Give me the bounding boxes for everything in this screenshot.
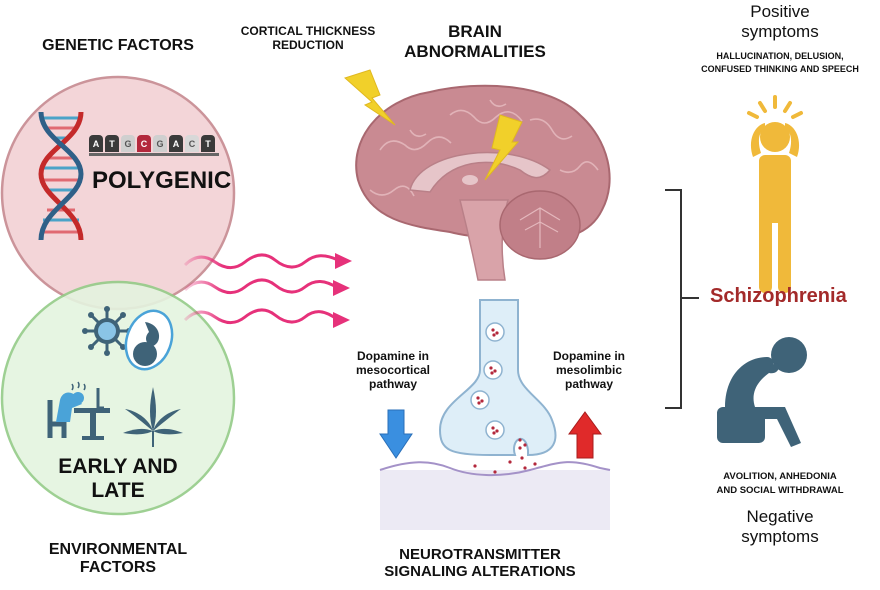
negative-desc-line1: AVOLITION, ANHEDONIA bbox=[723, 471, 837, 482]
mesolimbic-line1: Dopamine in bbox=[552, 349, 625, 363]
negative-symptoms-title: Negative symptoms bbox=[700, 507, 860, 548]
wavy-arrows bbox=[183, 253, 352, 328]
wavy-arrow-1 bbox=[183, 253, 339, 270]
cortical-thickness-annotation: CORTICAL THICKNESS REDUCTION bbox=[238, 24, 378, 53]
nucleotide-tile: A bbox=[89, 135, 103, 152]
positive-title-line2: symptoms bbox=[741, 22, 819, 42]
lightning-bolt-icon-1 bbox=[344, 69, 396, 126]
negative-title-line1: Negative bbox=[746, 507, 814, 526]
negative-title-line2: symptoms bbox=[741, 527, 819, 547]
negative-symptoms-desc: AVOLITION, ANHEDONIA AND SOCIAL WITHDRAW… bbox=[680, 470, 880, 499]
negative-desc-line2: AND SOCIAL WITHDRAWAL bbox=[716, 485, 844, 497]
positive-title-line1: Positive bbox=[750, 2, 810, 21]
environmental-heading-line1: ENVIRONMENTAL bbox=[48, 541, 188, 558]
dna-helix-icon bbox=[38, 111, 84, 241]
wavy-arrow-2 bbox=[183, 278, 339, 295]
cortical-line2: REDUCTION bbox=[272, 37, 344, 52]
fetus-icon bbox=[124, 309, 174, 371]
mesolimbic-line3: pathway bbox=[564, 376, 613, 391]
nucleotide-tile: C bbox=[137, 135, 151, 152]
wavy-arrow-3 bbox=[183, 308, 339, 325]
mesolimbic-line2: mesolimbic bbox=[555, 362, 623, 377]
environmental-factors-heading: ENVIRONMENTAL FACTORS bbox=[18, 541, 218, 578]
positive-desc-line2: CONFUSED THINKING AND SPEECH bbox=[701, 64, 859, 75]
negative-symptoms-figure-icon bbox=[717, 337, 807, 447]
polygenic-label: POLYGENIC bbox=[92, 167, 232, 194]
neurotransmitter-line1: NEUROTRANSMITTER bbox=[399, 546, 561, 563]
dopamine-down-arrow-icon bbox=[379, 409, 413, 459]
nucleotide-tile: T bbox=[201, 135, 215, 152]
lightning-bolt-icon-2 bbox=[484, 114, 523, 181]
schizophrenia-label: Schizophrenia bbox=[710, 285, 847, 307]
stressed-worker-icon bbox=[47, 381, 110, 440]
early-and-late-label: EARLY AND LATE bbox=[20, 455, 216, 503]
schizophrenia-bracket bbox=[665, 189, 699, 409]
mesocortical-line3: pathway bbox=[368, 376, 417, 391]
brain-abnormalities-heading: BRAIN ABNORMALITIES bbox=[395, 22, 555, 61]
positive-symptoms-desc: HALLUCINATION, DELUSION, CONFUSED THINKI… bbox=[680, 50, 880, 76]
cortical-line1: CORTICAL THICKNESS bbox=[240, 24, 376, 38]
genetic-factors-heading: GENETIC FACTORS bbox=[42, 37, 194, 54]
positive-symptoms-figure-icon bbox=[747, 95, 803, 293]
early-and-late-line2: LATE bbox=[91, 479, 145, 503]
virus-icon bbox=[82, 306, 132, 356]
nucleotide-tile: G bbox=[121, 135, 135, 152]
mesocortical-label: Dopamine in mesocortical pathway bbox=[343, 349, 443, 391]
early-and-late-line1: EARLY AND bbox=[58, 455, 178, 478]
nucleotide-tile: T bbox=[105, 135, 119, 152]
mesocortical-line1: Dopamine in bbox=[356, 349, 429, 363]
mesolimbic-label: Dopamine in mesolimbic pathway bbox=[539, 349, 639, 391]
brain-heading-line1: BRAIN bbox=[448, 22, 502, 41]
synapse-illustration bbox=[379, 299, 611, 530]
brain-heading-line2: ABNORMALITIES bbox=[404, 41, 546, 61]
mesocortical-line2: mesocortical bbox=[355, 362, 431, 377]
nucleotide-tile: C bbox=[185, 135, 199, 152]
positive-symptoms-title: Positive symptoms bbox=[700, 2, 860, 43]
brain-illustration bbox=[344, 69, 611, 281]
cannabis-leaf-icon bbox=[123, 387, 183, 447]
neurotransmitter-line2: SIGNALING ALTERATIONS bbox=[384, 563, 576, 581]
positive-desc-line1: HALLUCINATION, DELUSION, bbox=[716, 51, 844, 61]
neurotransmitter-heading: NEUROTRANSMITTER SIGNALING ALTERATIONS bbox=[360, 546, 600, 581]
nucleotide-tile: G bbox=[153, 135, 167, 152]
nucleotide-tile: A bbox=[169, 135, 183, 152]
dopamine-up-arrow-icon bbox=[568, 411, 602, 459]
environmental-heading-line2: FACTORS bbox=[79, 559, 157, 577]
